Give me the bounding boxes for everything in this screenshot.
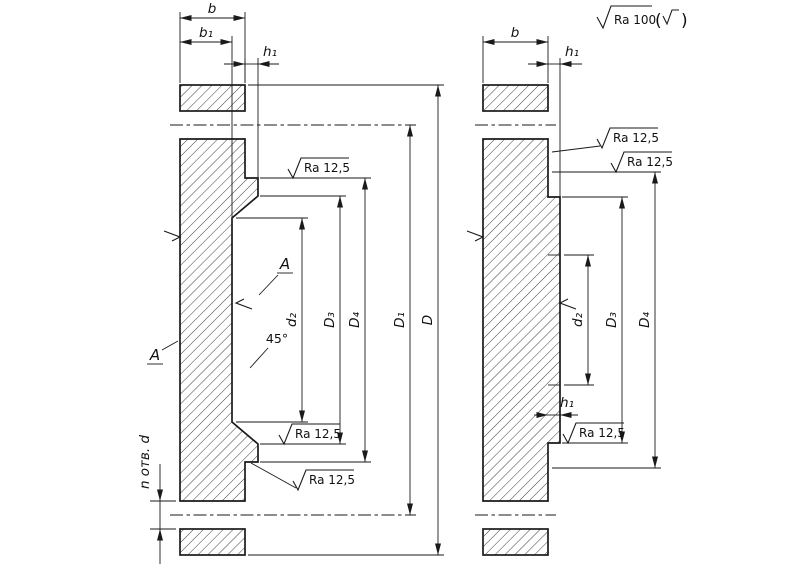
roughness-mark-recess: Ra 12,5 — [278, 423, 341, 446]
left-flange-view: b b₁ h₁ d₂ D₃ D₄ D₁ — [137, 1, 444, 564]
dim-d2: d₂ — [236, 217, 308, 423]
dim-D4: D₄ — [260, 177, 371, 463]
paren-open: ( — [655, 11, 662, 31]
roughness-check-icon — [287, 157, 349, 180]
dim-h1-top: h₁ — [528, 44, 582, 197]
dim-label: b₁ — [199, 25, 213, 41]
dim-label: h₁ — [560, 395, 574, 411]
basic-roughness-check-icon — [662, 9, 679, 26]
dim-label: b — [511, 25, 520, 41]
dim-D4: D₄ — [552, 171, 661, 469]
roughness-mark-face: Ra 12,5 — [551, 127, 659, 153]
dim-D3: D₃ — [260, 195, 346, 445]
roughness-value: Ra 12,5 — [613, 131, 659, 145]
section-letter: А — [279, 255, 290, 273]
roughness-check-icon — [558, 298, 577, 310]
left-top-ring-section — [179, 84, 246, 112]
right-flange-view: b h₁ d₂ D₃ D₄ h₁ Ra 12,5 — [466, 25, 673, 556]
leader-line — [249, 347, 269, 369]
right-body-section — [482, 138, 561, 502]
chamfer-angle-label: 45° — [266, 331, 288, 346]
dim-b: b — [482, 25, 549, 83]
roughness-mark-corner: Ra 12,5 — [250, 462, 355, 492]
leader-line — [161, 340, 179, 351]
dim-label: D₃ — [604, 312, 620, 328]
general-roughness-value: Ra 100 — [614, 13, 656, 27]
left-body-section — [179, 138, 259, 502]
leader-line — [250, 462, 297, 489]
roughness-value: Ra 12,5 — [309, 473, 355, 487]
dim-label: b — [208, 1, 217, 17]
bolt-holes-note-label: n отв. d — [137, 435, 153, 490]
roughness-check-icon — [466, 230, 485, 242]
roughness-value: Ra 12,5 — [304, 161, 350, 175]
roughness-check-icon — [278, 423, 340, 446]
dim-b1: b₁ — [180, 25, 233, 218]
roughness-value: Ra 12,5 — [295, 427, 341, 441]
dim-label: D₄ — [637, 312, 653, 328]
dim-label: D₃ — [322, 312, 338, 328]
roughness-value: Ra 12,5 — [627, 155, 673, 169]
section-letter: А — [149, 346, 160, 364]
dim-D1: D₁ — [392, 125, 413, 515]
dim-label: h₁ — [565, 44, 579, 60]
roughness-check-icon — [610, 151, 672, 174]
dim-d2: d₂ — [564, 254, 594, 386]
roughness-check-icon — [234, 298, 253, 310]
roughness-check-icon — [596, 5, 652, 30]
left-bottom-ring-section — [179, 528, 246, 556]
roughness-check-icon — [292, 469, 354, 492]
section-label-a1: А — [258, 255, 293, 296]
dim-label: d₂ — [284, 312, 300, 327]
general-roughness-note: Ra 100 ( ) — [596, 5, 688, 31]
roughness-mark-raised: Ra 12,5 — [610, 151, 673, 174]
dim-label: D₄ — [347, 312, 363, 328]
dim-h1-bottom: h₁ — [534, 395, 578, 418]
roughness-check-icon — [596, 127, 658, 150]
dim-bolt-holes: n отв. d — [137, 435, 176, 564]
paren-close: ) — [681, 11, 688, 31]
dim-label: D — [420, 315, 436, 325]
roughness-mark-raised-face: Ra 12,5 — [287, 157, 350, 180]
roughness-value: Ra 12,5 — [579, 426, 625, 440]
roughness-check-icon — [163, 230, 182, 242]
dim-D3: D₃ — [562, 196, 628, 444]
section-label-a2: А — [147, 340, 179, 365]
right-bottom-ring-section — [482, 528, 549, 556]
dim-D: D — [248, 84, 444, 556]
right-top-ring-section — [482, 84, 549, 112]
roughness-check-icon — [562, 422, 624, 445]
roughness-mark-bottom: Ra 12,5 — [562, 422, 625, 445]
dim-label: h₁ — [263, 44, 277, 60]
dim-label: d₂ — [570, 312, 586, 327]
dim-label: D₁ — [392, 312, 408, 328]
leader-line — [551, 145, 601, 153]
leader-line — [258, 274, 279, 296]
dim-h1: h₁ — [224, 44, 279, 178]
chamfer-angle-note: 45° — [249, 331, 288, 369]
